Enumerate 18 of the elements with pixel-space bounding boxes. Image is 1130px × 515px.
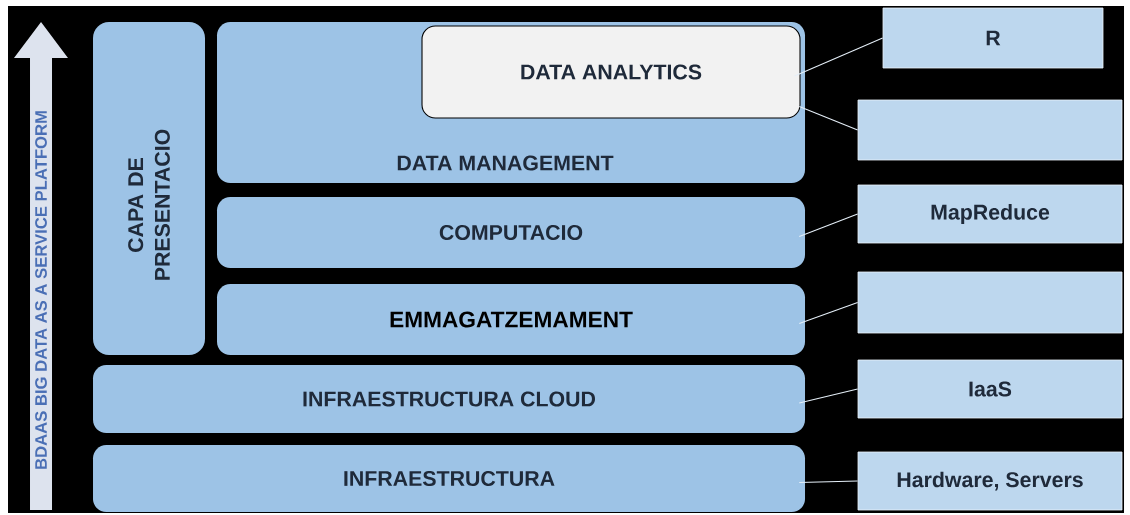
layer-box: DATA ANALYTICS xyxy=(421,25,801,119)
tool-box: IaaS xyxy=(857,359,1123,419)
layer-box: INFRAESTRUCTURA CLOUD xyxy=(93,365,805,433)
leader-line xyxy=(798,480,859,484)
leader-line xyxy=(798,388,859,404)
layer-box: INFRAESTRUCTURA xyxy=(93,445,805,512)
leader-line xyxy=(794,37,884,77)
tool-box: Hardware, Servers xyxy=(857,451,1123,511)
leader-line xyxy=(798,213,859,238)
layer-box: COMPUTACIO xyxy=(217,197,805,268)
leader-line xyxy=(798,105,859,131)
leader-line xyxy=(798,301,859,325)
layer-box: CAPA DE PRESENTACIO xyxy=(93,22,205,355)
tool-box: R xyxy=(882,7,1104,69)
tool-box: MapReduce xyxy=(857,184,1123,244)
layer-box: EMMAGATZEMAMENT xyxy=(217,284,805,355)
tool-box xyxy=(857,99,1123,161)
tool-box xyxy=(857,271,1123,334)
